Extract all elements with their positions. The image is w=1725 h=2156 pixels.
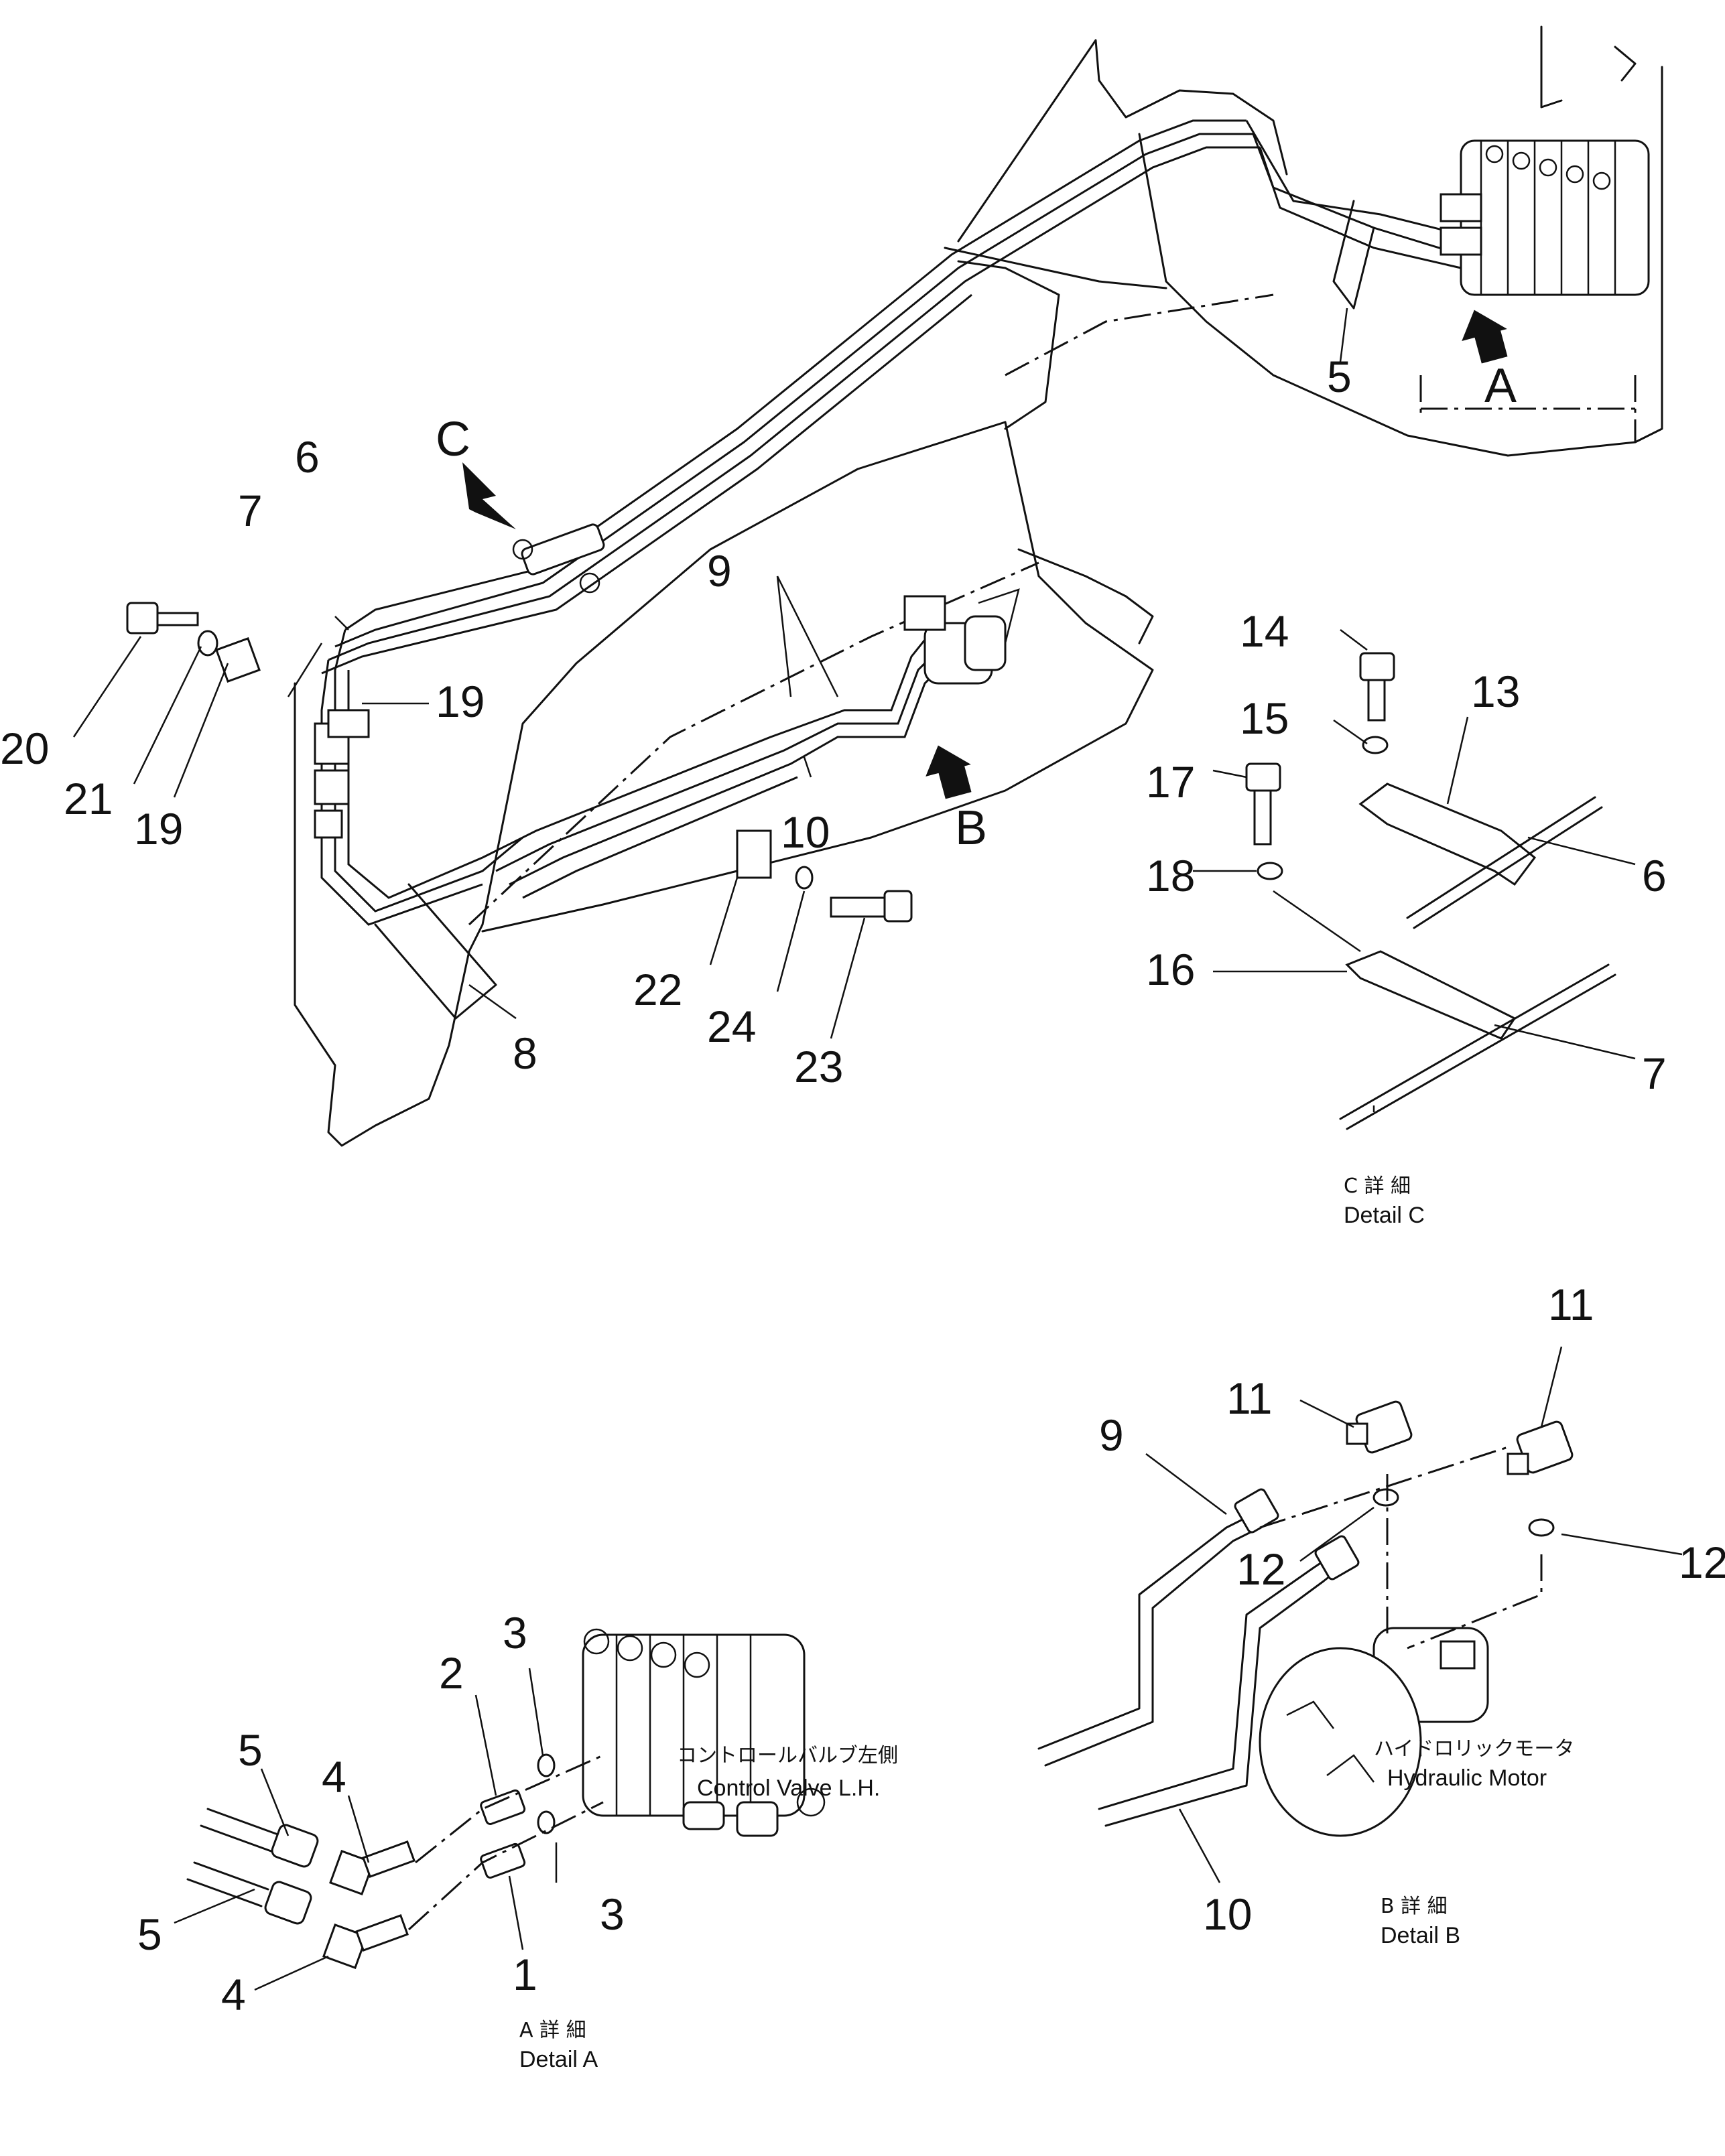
detail-b-group [1037, 1346, 1683, 1883]
callout-16: 16 [1146, 945, 1195, 994]
callout-4a: 4 [322, 1752, 346, 1802]
detail-a-group [174, 1628, 826, 1991]
view-letter-c: C [436, 413, 470, 466]
detail-c-title-en: Detail C [1344, 1203, 1425, 1228]
detail-a-title-jp: A 詳 細 [519, 2019, 586, 2042]
callout-20: 20 [0, 724, 49, 773]
arrow-b [925, 745, 972, 799]
callout-5b: 5 [137, 1909, 162, 1959]
callout-3b: 3 [600, 1889, 625, 1939]
callout-11b: 11 [1548, 1280, 1594, 1329]
control-valve-label-en: Control Valve L.H. [697, 1775, 880, 1801]
detail-b-title-en: Detail B [1381, 1923, 1460, 1948]
callout-17: 17 [1146, 757, 1195, 807]
callout-12a: 12 [1236, 1544, 1285, 1594]
callout-18: 18 [1146, 851, 1195, 900]
callouts: 5 6 7 9 19 20 21 19 10 22 24 23 8 14 15 … [0, 352, 1725, 2019]
callout-19b: 19 [134, 804, 183, 854]
callout-10b: 10 [1203, 1889, 1252, 1939]
callout-19: 19 [436, 677, 485, 726]
callout-13: 13 [1471, 667, 1520, 716]
callout-23: 23 [794, 1042, 843, 1091]
control-valve-detail [582, 1628, 826, 1837]
detail-b-title-jp: B 詳 細 [1381, 1895, 1448, 1918]
callout-5a: 5 [238, 1725, 263, 1775]
callout-21: 21 [64, 774, 113, 823]
callout-15: 15 [1240, 693, 1289, 743]
bolt-20 [126, 602, 199, 634]
detail-a-title-en: Detail A [519, 2047, 598, 2072]
text-labels: コントロールバルブ左側 Control Valve L.H. ハイドロリックモー… [519, 1174, 1574, 2072]
hydraulic-motor-detail [1259, 1627, 1489, 1837]
callout-11a: 11 [1226, 1373, 1273, 1423]
callout-3a: 3 [503, 1608, 527, 1658]
view-letter-a: A [1484, 359, 1517, 413]
arrow-c [462, 462, 516, 529]
callout-12b: 12 [1679, 1538, 1725, 1587]
main-assembly [72, 25, 1663, 1147]
callout-6b: 6 [1642, 851, 1667, 900]
hydraulic-motor-label-jp: ハイドロリックモータ [1374, 1737, 1574, 1761]
callout-24: 24 [707, 1002, 756, 1051]
detail-c-title-jp: C 詳 細 [1344, 1174, 1411, 1198]
callout-22: 22 [633, 965, 682, 1014]
callout-8: 8 [513, 1028, 537, 1078]
callout-10: 10 [781, 807, 830, 857]
callout-9: 9 [707, 546, 732, 596]
callout-7: 7 [238, 486, 263, 535]
callout-14: 14 [1240, 606, 1289, 656]
callout-4b: 4 [221, 1970, 246, 2019]
callout-9b: 9 [1099, 1410, 1124, 1460]
view-letter-b: B [955, 801, 987, 855]
hydraulic-motor-label-en: Hydraulic Motor [1387, 1765, 1547, 1791]
control-valve-main [1440, 139, 1650, 296]
callout-2: 2 [439, 1648, 464, 1698]
detail-c-group [1193, 629, 1636, 1130]
callout-5: 5 [1327, 352, 1352, 401]
hydraulic-motor-main [903, 588, 1020, 685]
control-valve-label-jp: コントロールバルブ左側 [677, 1744, 898, 1767]
arrow-a [1462, 310, 1508, 364]
callout-7b: 7 [1642, 1049, 1667, 1098]
callout-6: 6 [295, 432, 320, 482]
callout-1: 1 [513, 1950, 537, 1999]
